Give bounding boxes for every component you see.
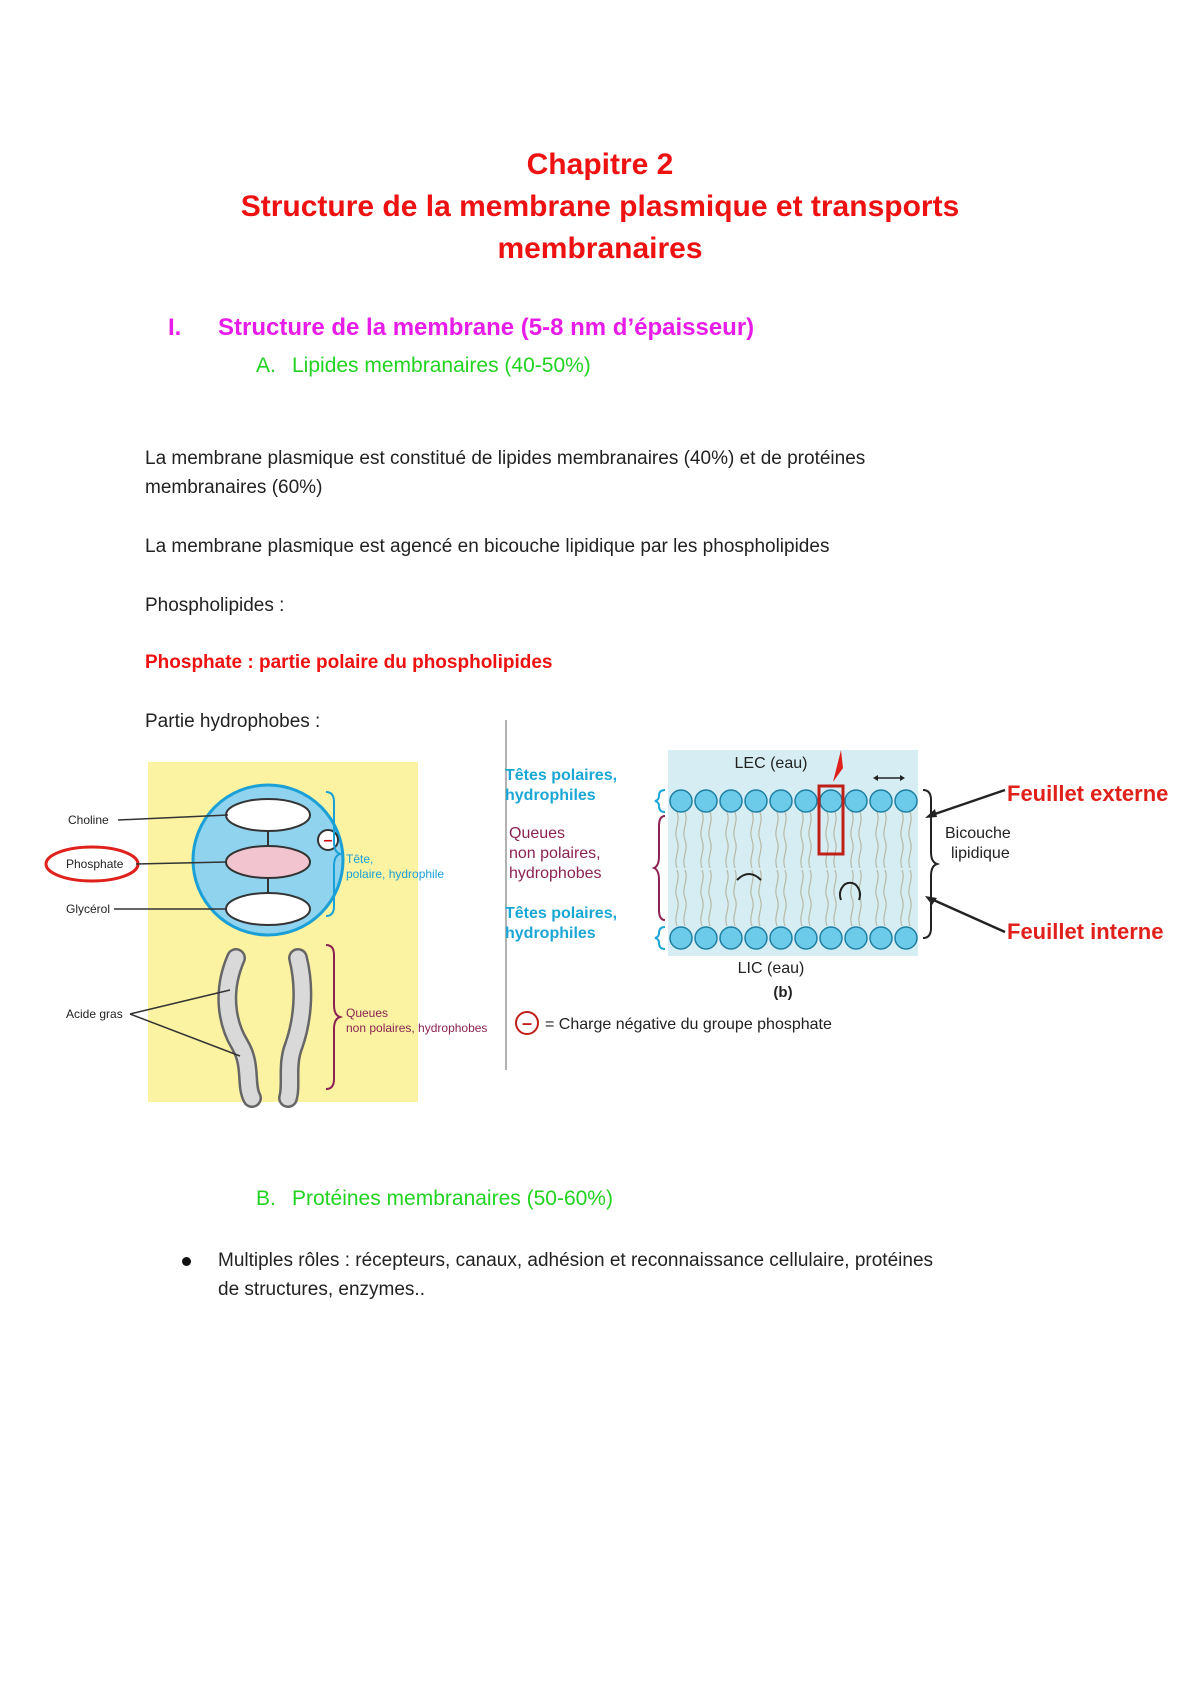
inner-leaflet-arrow	[928, 896, 1006, 934]
outer-leaflet-arrow	[928, 788, 1006, 818]
red-marker-icon	[833, 750, 843, 782]
bilayer-figure: LEC (eau)	[505, 720, 1168, 1070]
subsection-title: Protéines membranaires (50-60%)	[292, 1187, 613, 1210]
phospholipid-figure: – Choline Phosphate Glycérol Acide gras …	[44, 762, 487, 1108]
paragraph-line: La membrane plasmique est constitué de l…	[145, 448, 866, 469]
bullet-line: de structures, enzymes..	[218, 1279, 425, 1300]
bottom-heads-label-line2: hydrophiles	[505, 925, 596, 942]
lateral-movement-arrow	[736, 873, 762, 881]
bullet-icon	[182, 1257, 191, 1266]
tail-label-line1: Queues	[346, 1006, 388, 1020]
chapter-title-line1: Structure de la membrane plasmique et tr…	[240, 190, 960, 223]
subsection-heading-a: A. Lipides membranaires (40-50%)	[256, 354, 591, 378]
bilayer-background	[668, 750, 918, 956]
section-number: I.	[168, 314, 182, 341]
paragraph-line: membranaires (60%)	[145, 477, 323, 498]
bilayer-brace	[922, 789, 941, 939]
flip-flop-arrow	[839, 881, 861, 901]
paragraph-composition: La membrane plasmique est constitué de l…	[145, 444, 1045, 502]
section-title: Structure de la membrane (5-8 nm d’épais…	[218, 314, 755, 341]
outer-leaflet-heads	[669, 789, 918, 813]
inner-leaflet-heads	[669, 926, 918, 950]
tail-brace	[325, 944, 344, 1090]
tails-label-line2: non polaires,	[509, 845, 601, 862]
chapter-title-line2: membranaires	[497, 232, 703, 265]
subsection-letter: A.	[256, 354, 276, 377]
outer-leaflet-label: Feuillet externe	[1007, 781, 1168, 806]
head-label-line1: Tête,	[346, 852, 373, 866]
tails-label-line3: hydrophobes	[509, 865, 602, 882]
head-label-line2: polaire, hydrophile	[346, 867, 444, 881]
paragraph-bilayer: La membrane plasmique est agencé en bico…	[145, 536, 830, 557]
paragraph-phospholipids: Phospholipides :	[145, 595, 285, 616]
legend-minus-sign: –	[522, 1013, 532, 1033]
panel-label: (b)	[773, 984, 792, 1001]
phosphate-group	[225, 845, 311, 879]
chapter-number: Chapitre 2	[526, 148, 674, 181]
glycerol-label: Glycérol	[66, 902, 110, 916]
lic-label: LIC (eau)	[738, 960, 805, 977]
negative-charge-sign: –	[324, 832, 333, 849]
bullet-line: Multiples rôles : récepteurs, canaux, ad…	[218, 1250, 934, 1271]
head-brace	[325, 791, 344, 917]
top-heads-brace	[654, 789, 666, 813]
lipid-tails	[675, 811, 912, 927]
section-heading-1: I. Structure de la membrane (5-8 nm d’épa…	[168, 314, 754, 342]
bottom-heads-label-line1: Têtes polaires,	[505, 905, 617, 922]
fatty-acid-label: Acide gras	[66, 1007, 123, 1021]
legend-text: = Charge négative du groupe phosphate	[545, 1016, 832, 1033]
phosphate-label: Phosphate	[66, 857, 124, 871]
subsection-letter: B.	[256, 1187, 276, 1210]
choline-label: Choline	[68, 813, 109, 827]
negative-charge-legend-icon	[515, 1011, 539, 1035]
lec-label: LEC (eau)	[735, 755, 808, 772]
glycerol-group	[225, 892, 311, 926]
tails-brace	[651, 815, 666, 921]
bilayer-label-line1: Bicouche	[945, 825, 1011, 842]
paragraph-hydrophobic: Partie hydrophobes :	[145, 711, 321, 732]
bilayer-label-line2: lipidique	[951, 845, 1010, 862]
top-heads-label-line2: hydrophiles	[505, 787, 596, 804]
highlighted-phospholipid-box	[817, 784, 845, 856]
bullet-text: Multiples rôles : récepteurs, canaux, ad…	[218, 1246, 1098, 1304]
paragraph-phosphate: Phosphate : partie polaire du phospholip…	[145, 652, 553, 673]
subsection-title: Lipides membranaires (40-50%)	[292, 354, 591, 377]
bottom-heads-brace	[654, 926, 666, 950]
subsection-heading-b: B. Protéines membranaires (50-60%)	[256, 1187, 613, 1211]
choline-group	[225, 798, 311, 832]
inner-leaflet-label: Feuillet interne	[1007, 919, 1163, 944]
tail-label-line2: non polaires, hydrophobes	[346, 1021, 487, 1035]
top-heads-label-line1: Têtes polaires,	[505, 767, 617, 784]
tails-label-line1: Queues	[509, 825, 565, 842]
